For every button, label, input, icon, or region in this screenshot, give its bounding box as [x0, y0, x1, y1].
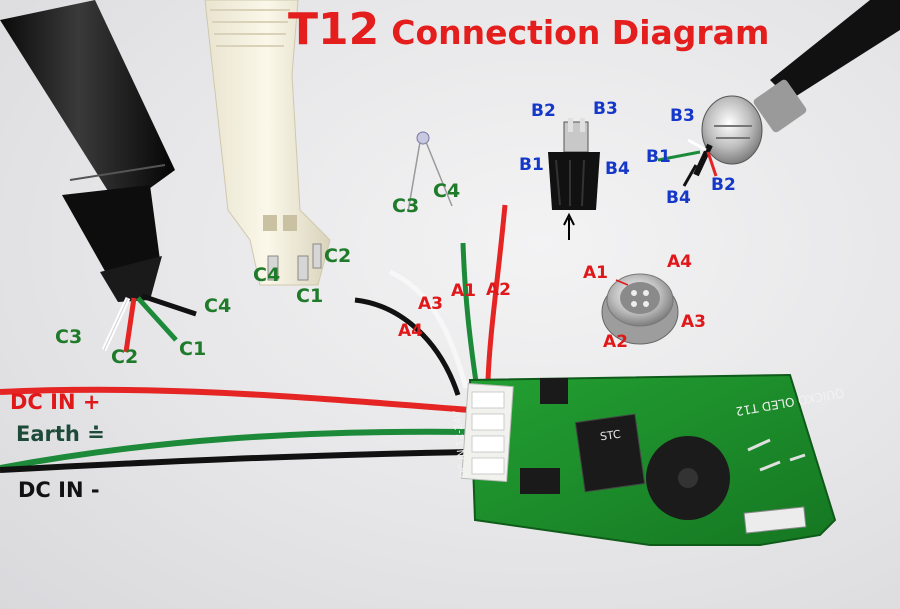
label-a1-wire: A1 — [451, 281, 476, 301]
white-handle-socket — [204, 0, 331, 286]
label-earth: Earth ≐ — [16, 422, 105, 446]
label-b3-plug: B3 — [593, 99, 618, 119]
label-a1-socket: A1 — [583, 263, 608, 283]
label-a3-wire: A3 — [418, 294, 443, 314]
label-b2-cable: B2 — [711, 175, 736, 195]
label-dc-in-minus: DC IN - — [18, 478, 100, 502]
label-b2-plug: B2 — [531, 101, 556, 121]
label-b1-cable: B1 — [646, 147, 671, 167]
label-c4-element: C4 — [433, 180, 461, 202]
pcb-board — [461, 373, 837, 546]
label-a3-socket: A3 — [681, 312, 706, 332]
label-c2-socket: C2 — [324, 245, 352, 267]
tiny-element — [407, 131, 453, 213]
label-c4-socket: C4 — [253, 264, 281, 286]
title-model: T12 — [288, 4, 380, 55]
label-b4-cable: B4 — [666, 188, 691, 208]
label-b1-plug: B1 — [519, 155, 544, 175]
a-socket — [601, 273, 679, 345]
label-dc-in-plus: DC IN + — [10, 390, 101, 414]
title-text: Connection Diagram — [391, 13, 770, 52]
label-c1-cable: C1 — [179, 338, 207, 360]
label-a4-wire: A4 — [398, 321, 423, 341]
label-b3-cable: B3 — [670, 106, 695, 126]
black-cable-left — [0, 0, 197, 353]
b-connector-plug — [548, 118, 600, 240]
label-b4-plug: B4 — [605, 159, 630, 179]
label-c1-socket: C1 — [296, 285, 324, 307]
label-a2-wire: A2 — [486, 280, 511, 300]
aviation-plug-cable — [657, 0, 900, 187]
label-c3-cable: C3 — [55, 326, 83, 348]
pcb-chip-label: STC — [599, 427, 622, 444]
power-wires — [0, 386, 471, 473]
label-c4-cable: C4 — [204, 295, 232, 317]
label-c3-element: C3 — [392, 195, 420, 217]
label-a2-socket: A2 — [603, 332, 628, 352]
label-c2-cable: C2 — [111, 346, 139, 368]
a-wires — [354, 204, 508, 396]
label-a4-socket: A4 — [667, 252, 692, 272]
